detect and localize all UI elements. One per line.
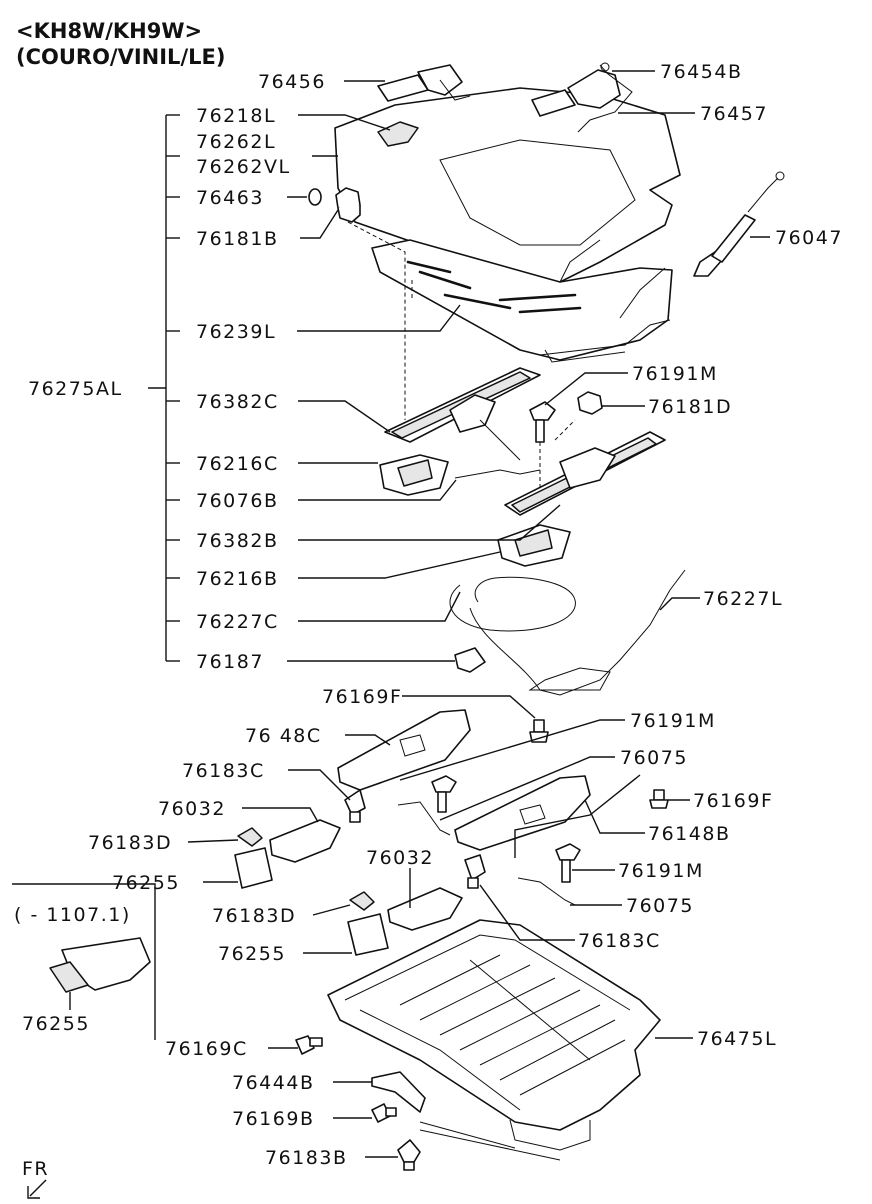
label-76047: 76047	[775, 227, 843, 249]
slide-rail-76382B	[504, 431, 666, 516]
label-76032-left: 76032	[158, 798, 226, 820]
label-76227L: 76227L	[703, 588, 783, 610]
label-76076B: 76076B	[196, 490, 278, 512]
label-76075-upper: 76075	[620, 747, 688, 769]
label-76444B: 76444B	[232, 1072, 314, 1094]
label-76183D-left: 76183D	[88, 832, 172, 854]
bracket-76148B	[454, 775, 591, 851]
label-76275AL: 76275AL	[28, 378, 123, 400]
label-76475L: 76475L	[697, 1028, 777, 1050]
front-direction-label: FR	[22, 1158, 49, 1180]
bracket-76444B	[371, 1071, 426, 1113]
label-76382B: 76382B	[196, 530, 278, 552]
clip-76183C-lower	[464, 854, 486, 889]
bolt-76191M-middle	[431, 775, 457, 813]
material-subtitle: (COURO/VINIL/LE)	[16, 45, 225, 69]
cover-76255-left	[234, 847, 273, 889]
model-code-title: <KH8W/KH9W>	[16, 19, 202, 43]
label-76227C: 76227C	[196, 611, 279, 633]
seat-belt-buckle-76454B	[531, 62, 633, 133]
seat-lock-76216C	[379, 454, 449, 496]
bracket-76148C	[337, 709, 471, 791]
group-bracket-76275AL	[148, 114, 180, 662]
label-inset-76255: 76255	[22, 1013, 90, 1035]
label-76169F-right: 76169F	[693, 790, 773, 812]
label-76148B: 76148B	[648, 823, 730, 845]
cap-76183D-center	[349, 891, 375, 911]
label-76169F-upper: 76169F	[322, 686, 402, 708]
washer-76463	[308, 188, 322, 206]
label-76255-left: 76255	[112, 872, 180, 894]
label-76183C-upper: 76183C	[182, 760, 265, 782]
label-76216B: 76216B	[196, 568, 278, 590]
bolt-76169C	[295, 1035, 323, 1055]
leader-lines	[187, 70, 770, 1158]
release-lever-76047	[693, 171, 785, 277]
label-76181B: 76181B	[196, 228, 278, 250]
label-76218L: 76218L	[196, 105, 276, 127]
bracket-76032-center	[387, 887, 463, 931]
slide-rail-76382C	[384, 367, 541, 461]
seat-lock-76216B	[497, 524, 571, 567]
bolt-76169B	[371, 1103, 397, 1123]
label-76262L: 76262L	[196, 131, 276, 153]
label-76454B: 76454B	[660, 61, 742, 83]
inset-box	[12, 883, 156, 1040]
seat-pan-76475L	[327, 919, 661, 1151]
label-76169B: 76169B	[232, 1108, 314, 1130]
inset-cover-piece	[49, 961, 89, 993]
inset-range-label: ( - 1107.1)	[14, 904, 131, 926]
label-76191M-upper: 76191M	[632, 363, 718, 385]
nut-76181B	[335, 187, 361, 223]
cable-76227C	[449, 576, 576, 632]
cover-76255-center	[347, 913, 389, 956]
label-76216C: 76216C	[196, 453, 279, 475]
seat-belt-buckle-76456	[377, 64, 471, 102]
label-76183D-center: 76183D	[212, 905, 296, 927]
label-76262VL: 76262VL	[196, 156, 291, 178]
label-76148C: 76 48C	[245, 725, 322, 747]
label-76255-center: 76255	[218, 943, 286, 965]
cable-76075-lower	[517, 877, 576, 906]
bracket-76032-left	[269, 819, 341, 863]
cable-76075-upper	[397, 801, 451, 836]
cable-76076B	[454, 469, 541, 479]
cable-76227L	[469, 569, 686, 696]
bolt-76191M-upper	[529, 401, 556, 443]
label-76183B: 76183B	[265, 1147, 347, 1169]
label-76456: 76456	[258, 71, 326, 93]
label-76169C: 76169C	[165, 1038, 248, 1060]
label-76181D: 76181D	[648, 396, 732, 418]
bolt-76169F-right	[649, 789, 669, 809]
label-76457: 76457	[700, 103, 768, 125]
cap-76183D-left	[237, 827, 263, 847]
label-76382C: 76382C	[196, 391, 279, 413]
label-76463: 76463	[196, 187, 264, 209]
label-76183C-lower: 76183C	[578, 930, 661, 952]
label-76187: 76187	[196, 651, 264, 673]
seat-frame-76239L	[371, 239, 673, 363]
clip-76183B	[397, 1139, 421, 1171]
clip-76183C-upper	[344, 789, 366, 823]
label-76239L: 76239L	[196, 321, 276, 343]
nut-76181D	[577, 391, 603, 415]
label-76075-lower: 76075	[626, 895, 694, 917]
label-76191M-lower: 76191M	[618, 860, 704, 882]
bolt-76191M-lower	[555, 843, 581, 883]
part-number-labels: 76456 76454B 76457 76218L 76262L 76262VL…	[14, 61, 843, 1180]
label-76032-center: 76032	[366, 847, 434, 869]
label-76191M-middle: 76191M	[630, 710, 716, 732]
clip-76187	[454, 647, 486, 673]
seat-cushion-drawing	[334, 87, 681, 283]
front-direction-arrow-icon	[27, 1179, 47, 1199]
